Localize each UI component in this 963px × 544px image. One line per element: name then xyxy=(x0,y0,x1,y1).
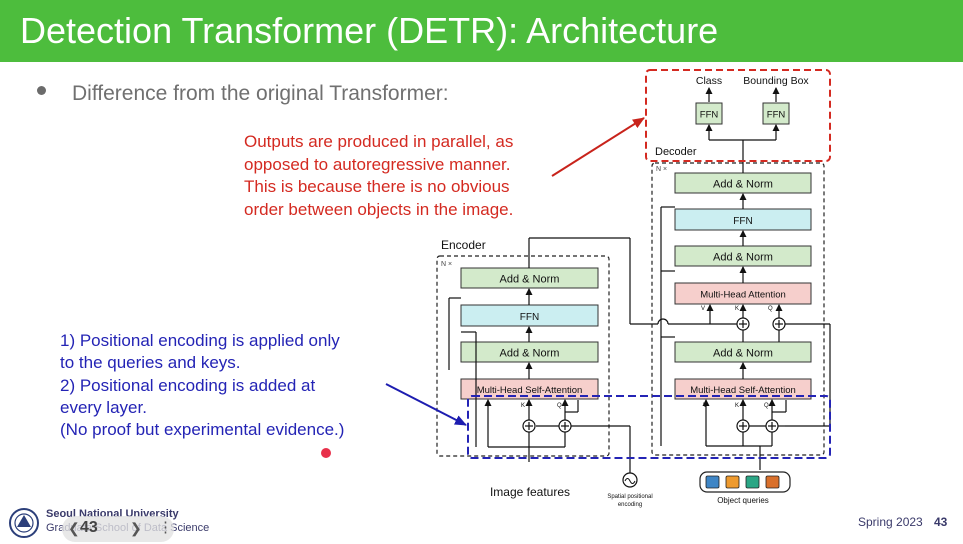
red-note-line: Outputs are produced in parallel, as xyxy=(244,132,514,151)
svg-text:Add & Norm: Add & Norm xyxy=(713,179,773,191)
decoder-nx: N × xyxy=(656,166,667,173)
svg-text:Multi-Head Self-Attention: Multi-Head Self-Attention xyxy=(690,385,796,396)
svg-text:FFN: FFN xyxy=(700,110,719,121)
red-annotation-text: Outputs are produced in parallel, as opp… xyxy=(244,131,513,221)
class-ffn-head: FFN xyxy=(695,102,723,125)
decoder-cross-q-label: Q xyxy=(768,306,773,312)
more-options-icon[interactable]: ⋮ xyxy=(158,519,173,536)
next-slide-icon[interactable]: ❯ xyxy=(130,520,142,536)
decoder-plus-k-self xyxy=(736,419,750,433)
decoder-ffn: FFN xyxy=(674,208,812,231)
decoder-self-k-label: K xyxy=(735,403,739,409)
decoder-cross-v-label: V xyxy=(701,306,705,312)
bbox-ffn-head: FFN xyxy=(762,102,790,125)
encoder-v-label: V xyxy=(486,403,490,409)
bullet-text: Difference from the original Transformer… xyxy=(72,82,449,105)
encoder-plus-q xyxy=(558,419,572,433)
encoder-arrows xyxy=(448,237,710,473)
decoder-self-v-label: V xyxy=(703,403,707,409)
positional-encoding-icon xyxy=(622,472,638,488)
encoder-nx: N × xyxy=(441,261,452,268)
object-query-token xyxy=(725,475,740,489)
blue-note-line: (No proof but experimental evidence.) xyxy=(60,420,345,440)
blue-note-line: every layer. xyxy=(60,397,147,417)
svg-text:Add & Norm: Add & Norm xyxy=(500,348,560,360)
svg-text:Add & Norm: Add & Norm xyxy=(713,252,773,264)
current-slide-number: 43 xyxy=(80,519,98,536)
bounding-box-label: Bounding Box xyxy=(743,75,809,87)
university-logo-icon xyxy=(9,508,39,538)
svg-text:FFN: FFN xyxy=(733,216,752,227)
encoder-plus-k xyxy=(522,419,536,433)
svg-text:FFN: FFN xyxy=(520,312,539,323)
blue-note-line: 2) Positional encoding is added at xyxy=(60,375,316,395)
decoder-cross-k-label: K xyxy=(735,306,739,312)
decoder-add-norm-top: Add & Norm xyxy=(674,172,812,194)
blue-annotation-text: 1) Positional encoding is applied only t… xyxy=(60,330,344,441)
svg-text:Multi-Head Attention: Multi-Head Attention xyxy=(700,290,786,301)
spatial-encoding-label-2: encoding xyxy=(618,502,642,508)
image-features-label: Image features xyxy=(490,485,570,499)
encoder-label: Encoder xyxy=(441,238,486,252)
decoder-arrows xyxy=(660,87,831,470)
decoder-add-norm-mid: Add & Norm xyxy=(674,245,812,267)
laser-pointer-dot xyxy=(321,448,331,458)
positional-highlight-box xyxy=(467,395,831,459)
encoder-ffn: FFN xyxy=(460,304,599,327)
object-query-tokens xyxy=(705,475,780,489)
output-highlight-box xyxy=(645,69,831,162)
svg-text:FFN: FFN xyxy=(767,110,786,121)
red-annotation-arrow xyxy=(551,117,645,177)
decoder-plus-q-self xyxy=(765,419,779,433)
previous-slide-icon[interactable]: ❮ xyxy=(68,520,80,536)
slide-title: Detection Transformer (DETR): Architectu… xyxy=(20,10,719,51)
title-bar: Detection Transformer (DETR): Architectu… xyxy=(0,0,963,62)
svg-text:Multi-Head Self-Attention: Multi-Head Self-Attention xyxy=(477,385,583,396)
class-label: Class xyxy=(696,75,722,87)
blue-note-line: to the queries and keys. xyxy=(60,353,241,373)
page-navigator[interactable]: ❮ 43 ❯ ⋮ xyxy=(62,516,174,542)
decoder-cross-attention: Multi-Head Attention xyxy=(674,282,812,305)
encoder-add-norm-bottom: Add & Norm xyxy=(460,341,599,363)
svg-text:Add & Norm: Add & Norm xyxy=(713,348,773,360)
encoder-self-attention: Multi-Head Self-Attention xyxy=(460,378,599,400)
footer-page-number: 43 xyxy=(934,515,948,529)
decoder-label: Decoder xyxy=(655,146,697,158)
blue-annotation-arrow xyxy=(385,383,467,426)
spatial-encoding-label-1: Spatial positional xyxy=(607,494,652,500)
object-query-token xyxy=(765,475,780,489)
encoder-add-norm-top: Add & Norm xyxy=(460,267,599,289)
blue-note-line: 1) Positional encoding is applied only xyxy=(60,331,340,350)
decoder-plus-q-cross xyxy=(772,317,786,331)
bullet-dot xyxy=(37,86,46,95)
red-note-line: This is because there is no obvious xyxy=(244,177,510,196)
footer-term: Spring 2023 xyxy=(858,515,923,529)
encoder-outline xyxy=(436,255,610,457)
red-note-line: order between objects in the image. xyxy=(244,199,514,219)
red-note-line: opposed to autoregressive manner. xyxy=(244,154,511,174)
object-queries-label: Object queries xyxy=(717,496,769,505)
decoder-plus-k-cross xyxy=(736,317,750,331)
encoder-q-label: Q xyxy=(557,403,562,409)
decoder-self-q-label: Q xyxy=(764,403,769,409)
svg-text:Add & Norm: Add & Norm xyxy=(500,274,560,286)
decoder-add-norm-bottom: Add & Norm xyxy=(674,341,812,363)
object-query-token xyxy=(705,475,720,489)
object-query-token xyxy=(745,475,760,489)
encoder-k-label: K xyxy=(521,403,525,409)
